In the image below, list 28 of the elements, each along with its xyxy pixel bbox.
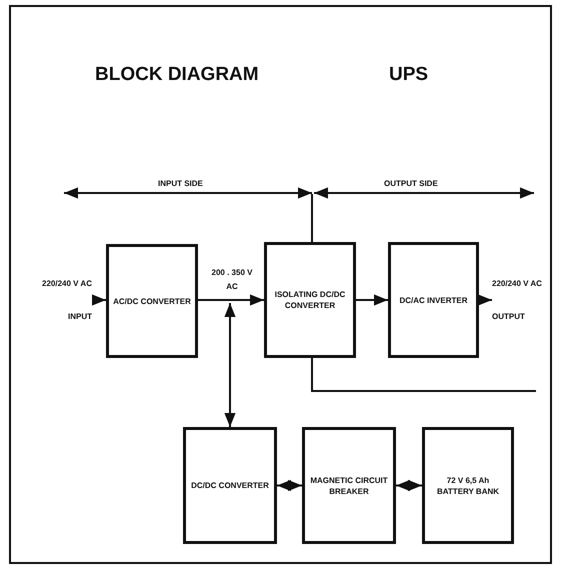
block-box: [264, 242, 356, 358]
diagram-title: BLOCK DIAGRAM: [95, 64, 259, 86]
side-title: UPS: [389, 64, 428, 86]
arrow: [356, 294, 388, 306]
side-label: INPUT SIDE: [158, 179, 203, 189]
block-label: AC/DC CONVERTER: [112, 296, 192, 306]
edge-label: 200 . 350 V AC: [210, 267, 254, 293]
arrow: [478, 294, 492, 306]
block-box: [302, 427, 396, 544]
arrow: [277, 480, 302, 492]
arrow: [92, 294, 106, 306]
side-label: OUTPUT SIDE: [384, 179, 438, 189]
block-box: [388, 242, 479, 358]
block-label: DC/DC CONVERTER: [190, 480, 270, 491]
block-label: MAGNETIC CIRCUIT BREAKER: [309, 474, 389, 496]
arrow: [224, 303, 236, 427]
block-label: ISOLATING DC/DC CONVERTER: [274, 289, 346, 311]
block-box: [422, 427, 514, 544]
signal-label: OUTPUT: [492, 312, 525, 322]
block-box: [106, 244, 198, 358]
block-label: 72 V 6,5 Ah BATTERY BANK: [436, 474, 500, 496]
signal-label: 220/240 V AC: [42, 279, 92, 289]
signal-label: INPUT: [68, 312, 92, 322]
arrow: [198, 294, 264, 306]
arrow: [396, 480, 422, 492]
block-label: DC/AC INVERTER: [398, 294, 468, 306]
signal-label: 220/240 V AC: [492, 279, 542, 289]
block-box: [183, 427, 277, 544]
